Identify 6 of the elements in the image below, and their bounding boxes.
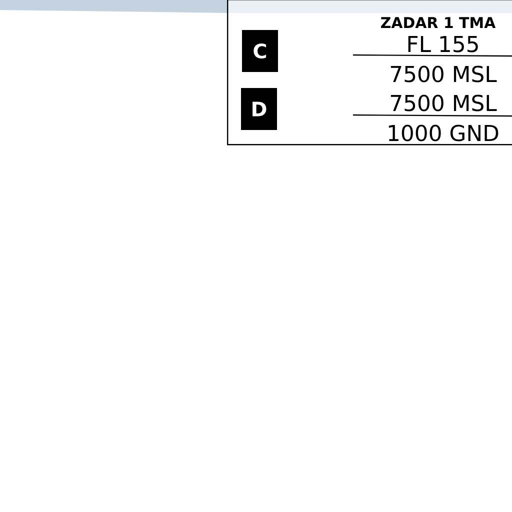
altitude-limit: 7500 MSL xyxy=(390,94,497,112)
altitude-limit: 1000 GND xyxy=(388,124,498,142)
class-badge: C xyxy=(242,30,278,72)
altitude-limit: 7500 MSL xyxy=(390,66,497,82)
class-badge: D xyxy=(241,88,277,130)
altitude-limit: FL 155 xyxy=(408,36,478,52)
